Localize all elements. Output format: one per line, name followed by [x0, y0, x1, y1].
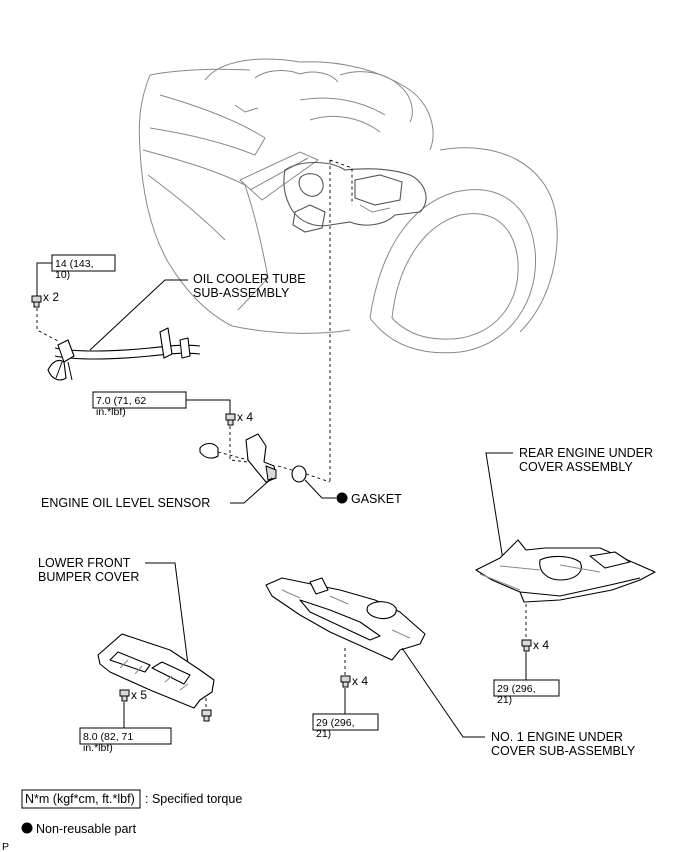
torque-rear-under-cover-line2: 21) — [497, 694, 512, 706]
label-oil-cooler-tube-line2: SUB-ASSEMBLY — [193, 286, 290, 300]
install-line-engine-2 — [329, 159, 353, 205]
install-line-oil-cooler — [36, 308, 61, 343]
leader-engine-oil-level-sensor — [230, 477, 273, 504]
label-oil-cooler-tube-line1: OIL COOLER TUBE — [193, 272, 306, 286]
torque-box-rear-under-cover — [493, 679, 560, 697]
torque-no1-under-cover-line2: 21) — [316, 728, 331, 740]
qty-oil-level-sensor: x 4 — [237, 410, 253, 424]
rear-engine-under-cover-part — [475, 539, 656, 603]
qty-rear-under-cover: x 4 — [533, 638, 549, 652]
qty-oil-cooler-tube: x 2 — [43, 290, 59, 304]
qty-bumper-cover: x 5 — [131, 688, 147, 702]
torque-rear-under-cover-line1: 29 (296, — [497, 683, 536, 695]
legend-non-reusable: Non-reusable part — [36, 822, 137, 836]
lower-front-bumper-cover-part — [97, 633, 215, 709]
label-no1-engine-under-cover-line1: NO. 1 ENGINE UNDER — [491, 730, 623, 744]
corner-mark: P — [2, 841, 9, 852]
leader-rear-engine-under-cover — [485, 452, 513, 561]
vehicle-front-illustration — [138, 58, 558, 354]
bolt-icon-bumper-cover-2 — [201, 709, 212, 722]
torque-oil-cooler-tube-line2: 10) — [55, 269, 70, 281]
engine-oil-level-sensor-part — [245, 433, 277, 483]
bolt-icon-oil-cooler — [31, 295, 42, 308]
gasket-part — [291, 465, 307, 483]
bolt-icon-no1-under-cover — [340, 675, 351, 688]
torque-bumper-cover-line2: in.*lbf) — [83, 742, 113, 754]
label-gasket: GASKET — [351, 492, 402, 506]
non-reusable-icon-legend — [21, 822, 33, 834]
label-lower-front-bumper-cover-line1: LOWER FRONT — [38, 556, 131, 570]
no1-engine-under-cover-part — [265, 577, 426, 661]
torque-oil-level-sensor-line2: in.*lbf) — [96, 406, 126, 418]
leader-lower-front-bumper-cover — [145, 562, 191, 681]
qty-no1-under-cover: x 4 — [352, 674, 368, 688]
torque-oil-level-sensor-line1: 7.0 (71, 62 — [96, 395, 146, 407]
leader-torque-oil-level-sensor — [186, 399, 231, 414]
label-engine-oil-level-sensor: ENGINE OIL LEVEL SENSOR — [41, 496, 210, 510]
leader-no1-engine-under-cover — [401, 647, 485, 738]
leader-oil-cooler-tube — [89, 279, 188, 351]
install-line-gasket — [277, 465, 331, 483]
install-line-sensor-bolt — [229, 426, 249, 463]
label-rear-engine-under-cover-line2: COVER ASSEMBLY — [519, 460, 633, 474]
label-lower-front-bumper-cover-line2: BUMPER COVER — [38, 570, 139, 584]
leader-torque-oil-cooler — [36, 262, 52, 296]
non-reusable-icon-gasket — [336, 492, 348, 504]
torque-box-no1-under-cover — [312, 713, 379, 731]
oil-cooler-tube — [47, 327, 201, 381]
torque-oil-cooler-tube-line1: 14 (143, — [55, 258, 94, 270]
torque-no1-under-cover-line1: 29 (296, — [316, 717, 355, 729]
bolt-icon-bumper-cover — [119, 689, 130, 702]
legend-specified-torque: : Specified torque — [145, 792, 242, 806]
sensor-connector — [199, 442, 249, 461]
legend-unit-box — [21, 789, 141, 809]
leader-gasket — [304, 479, 336, 499]
torque-bumper-cover-line1: 8.0 (82, 71 — [83, 731, 133, 743]
torque-box-bumper-cover — [79, 727, 172, 745]
label-rear-engine-under-cover-line1: REAR ENGINE UNDER — [519, 446, 653, 460]
label-no1-engine-under-cover-line2: COVER SUB-ASSEMBLY — [491, 744, 636, 758]
bolt-icon-oil-level-sensor — [225, 413, 236, 426]
legend-unit-text: N*m (kgf*cm, ft.*lbf) — [25, 792, 135, 806]
bolt-icon-rear-under-cover — [521, 639, 532, 652]
